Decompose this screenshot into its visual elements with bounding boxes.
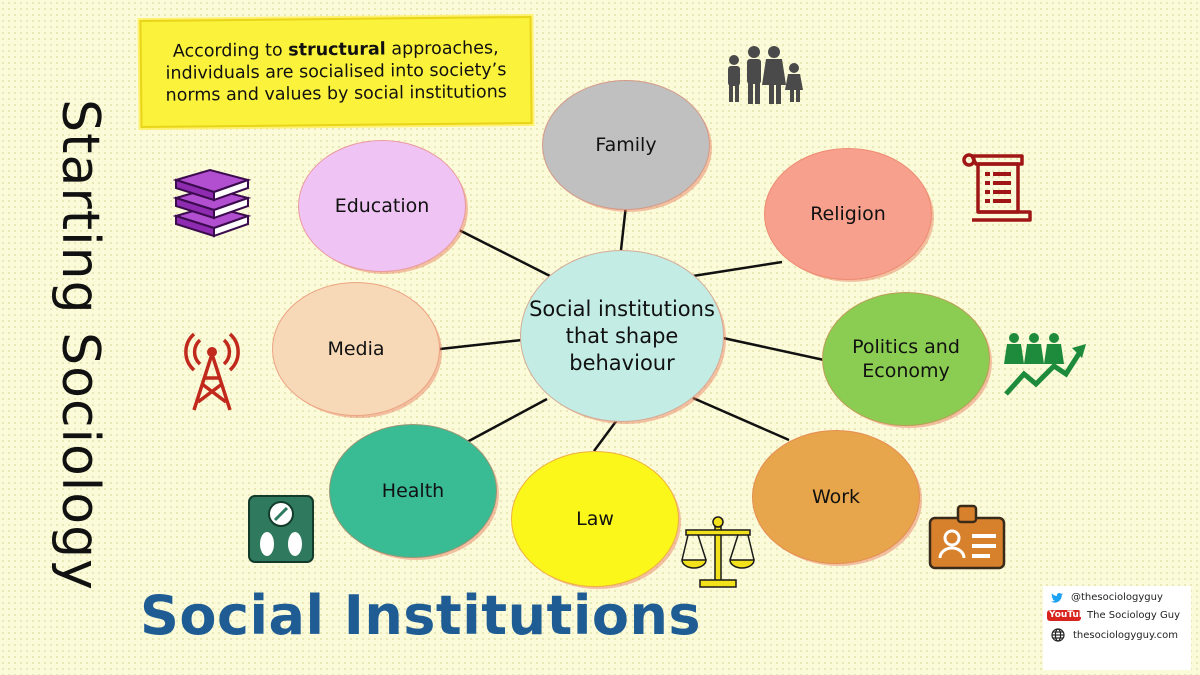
scroll-icon	[962, 153, 1032, 222]
twitter-handle: @thesociologyguy	[1071, 592, 1163, 603]
link-media	[439, 338, 523, 351]
books-icon	[172, 168, 252, 238]
twitter-row[interactable]: @thesociologyguy	[1051, 592, 1163, 603]
radio-tower-icon	[184, 332, 240, 411]
node-work-label: Work	[811, 486, 861, 508]
growth-chart-icon	[1004, 333, 1086, 396]
website-link: thesociologyguy.com	[1073, 629, 1179, 641]
center-node: Social institutions that shape behaviour	[520, 250, 724, 422]
link-politics	[722, 336, 825, 362]
node-health: Health	[329, 424, 497, 558]
twitter-icon	[1051, 592, 1063, 603]
youtube-row[interactable]: YouTube The Sociology Guy	[1047, 610, 1180, 621]
link-family	[619, 204, 628, 251]
link-health	[466, 397, 548, 444]
weighing-scale-icon	[248, 495, 314, 563]
node-law: Law	[511, 451, 679, 587]
id-badge-icon	[928, 504, 1006, 570]
globe-icon	[1051, 628, 1065, 642]
node-family-label: Family	[595, 134, 657, 156]
family-icon	[728, 46, 803, 104]
website-row[interactable]: thesociologyguy.com	[1051, 628, 1178, 642]
link-religion	[692, 260, 783, 278]
node-education-label: Education	[334, 195, 430, 217]
node-law-label: Law	[576, 508, 614, 530]
center-node-label: Social institutions that shape behaviour	[529, 296, 715, 375]
link-law	[592, 419, 619, 452]
youtube-logo: YouTube	[1047, 610, 1081, 621]
node-education: Education	[298, 140, 466, 272]
node-media-label: Media	[327, 338, 385, 360]
node-religion: Religion	[764, 148, 932, 280]
node-media: Media	[272, 282, 440, 416]
main-title: Social Institutions	[140, 584, 702, 647]
node-health-label: Health	[381, 480, 445, 502]
link-work	[692, 396, 790, 442]
node-work: Work	[752, 430, 920, 564]
link-education	[454, 226, 551, 278]
youtube-channel: The Sociology Guy	[1087, 610, 1180, 621]
node-politics-label: Politics and Economy	[852, 336, 960, 382]
node-family: Family	[542, 80, 710, 210]
scales-icon	[681, 516, 755, 588]
node-politics-economy: Politics and Economy	[822, 292, 990, 426]
social-links-panel: @thesociologyguy YouTube The Sociology G…	[1043, 586, 1191, 670]
node-religion-label: Religion	[810, 203, 886, 225]
